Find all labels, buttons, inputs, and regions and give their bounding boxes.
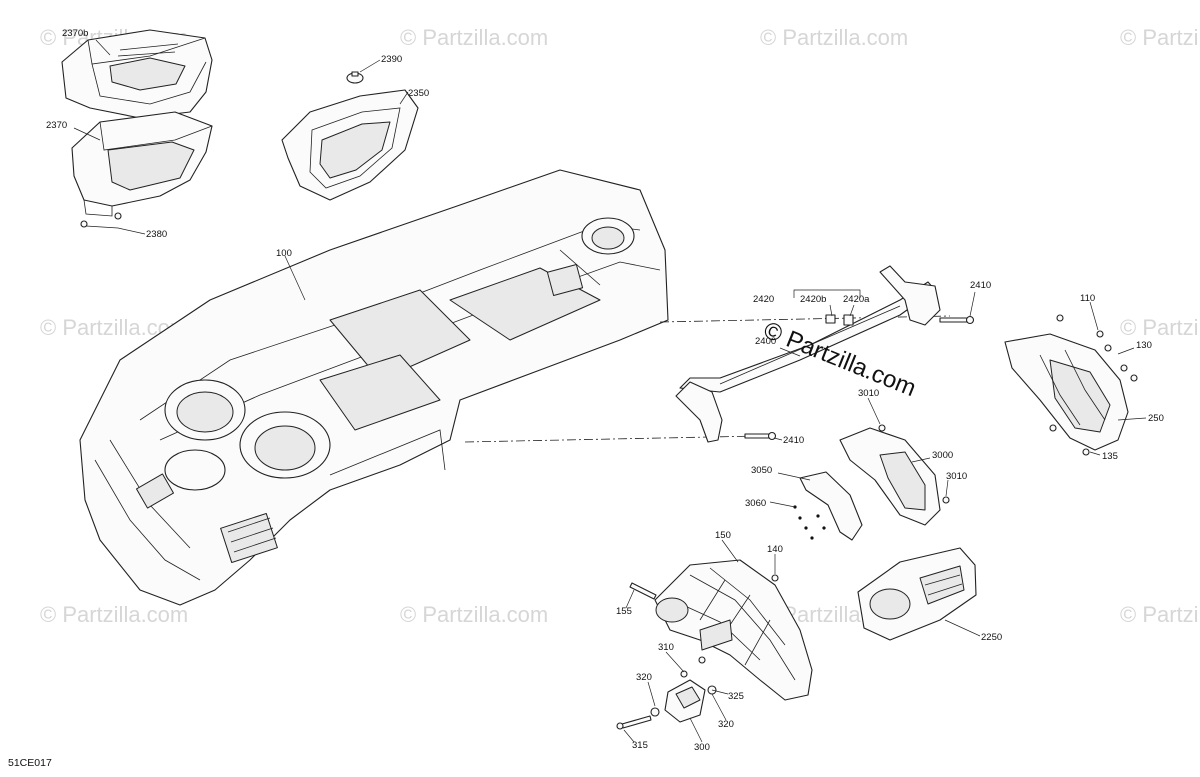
part-label: 100 [276,248,292,259]
bolt-drawing [744,314,975,441]
part-label: 2400 [755,336,776,347]
part-label: 3060 [745,498,766,509]
part-label: 3010 [858,388,879,399]
part-label: 250 [1148,413,1164,424]
part-label: 2420 [753,294,774,305]
part-label: 320 [718,719,734,730]
watermark: © Partzilla.com [1120,602,1200,627]
part-label: 300 [694,742,710,753]
console-panel-drawing [857,547,977,641]
part-label: 2410 [970,280,991,291]
lower-console-drawing [629,559,813,701]
watermark: © Partzilla.com [1120,25,1200,50]
side-panel-drawing [1004,314,1138,456]
assembly-guide-line [659,315,951,323]
dashboard-drawing [79,169,669,606]
glove-box-drawing [71,111,213,217]
watermark: © Partzilla.com [400,602,548,627]
clip-drawing [346,71,364,84]
part-label: 310 [658,642,674,653]
switch-drawing [616,656,717,730]
screw-drawing [80,212,122,228]
part-label: 2350 [408,88,429,99]
part-label: 2420a [843,294,870,305]
part-labels: 2370b 2370 2380 2390 2350 100 2420 2420b… [46,28,1164,753]
part-label: 150 [715,530,731,541]
leader-lines [73,39,1147,743]
part-label: 140 [767,544,783,555]
part-label: 2420b [800,294,826,305]
part-label: 315 [632,740,648,751]
part-label: 135 [1102,451,1118,462]
watermark: © Partzilla.com [40,602,188,627]
upper-panel-drawing [281,89,419,201]
diagram-code: 51CE017 [8,757,52,769]
part-label: 3000 [932,450,953,461]
rivets-drawing [793,505,826,540]
watermark: © Partzilla.com [760,25,908,50]
part-label: 325 [728,691,744,702]
part-label: 2390 [381,54,402,65]
glove-box-lid-drawing [61,29,213,119]
part-label: 2370 [46,120,67,131]
part-label: 2370b [62,28,88,39]
part-label: 110 [1080,293,1095,304]
part-label: 130 [1136,340,1152,351]
part-label: 3010 [946,471,967,482]
bracket-drawing [799,424,950,541]
part-label: 2410 [783,435,804,446]
watermark: © Partzilla.com [400,25,548,50]
part-label: 155 [616,606,632,617]
watermark: © Partzilla.com [1120,315,1200,340]
part-label: 2250 [981,632,1002,643]
part-label: 320 [636,672,652,683]
part-label: 3050 [751,465,772,476]
part-label: 2380 [146,229,167,240]
support-bar-drawing [675,265,941,443]
